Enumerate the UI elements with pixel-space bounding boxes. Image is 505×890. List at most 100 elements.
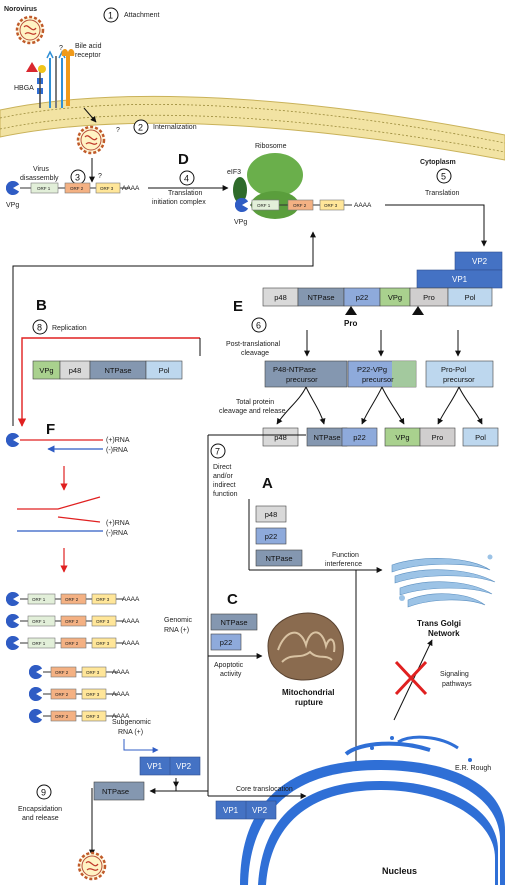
svg-text:Attachment: Attachment [124, 12, 159, 19]
virus-disassembly-label-2: disassembly [20, 175, 59, 182]
step-6-cleavage: 6 [251, 317, 267, 333]
post-trans-label-2: cleavage [241, 350, 269, 357]
svg-text:ORF 1: ORF 1 [257, 203, 271, 208]
svg-text:VP1: VP1 [452, 275, 468, 284]
step-4-translation-init: 4 [179, 170, 195, 186]
precursor-p48-ntpase: P48-NTPase precursor [264, 360, 348, 388]
svg-text:VP1: VP1 [223, 806, 239, 815]
genome-recycle-line [12, 231, 316, 426]
direct-label-2: and/or [213, 473, 234, 480]
svg-text:ORF 3: ORF 3 [96, 597, 110, 602]
panel-f-label: F [46, 421, 55, 438]
svg-text:VP1: VP1 [147, 762, 163, 771]
mito-protein-ntpase: NTPase [210, 613, 258, 631]
polyprotein-segment-pol: Pol [447, 287, 493, 307]
genomic-rna-label-2: RNA (+) [164, 627, 189, 634]
neg-rna-label-2: (-)RNA [106, 530, 128, 537]
svg-text:p48: p48 [274, 293, 287, 302]
step-7-function: 7 [210, 443, 226, 459]
svg-text:NTPase: NTPase [220, 618, 247, 627]
svg-text:Pol: Pol [475, 433, 486, 442]
svg-text:ORF 1: ORF 1 [32, 597, 46, 602]
translation-arrow [385, 204, 487, 247]
norovirus-label: Norovirus [4, 6, 37, 13]
receptor-stalks-icon [46, 50, 66, 108]
core-translocation-label: Core translocation [236, 786, 293, 793]
svg-text:NTPase: NTPase [102, 787, 129, 796]
step-8-replication: 8 Replication [32, 319, 87, 335]
svg-text:VP2: VP2 [472, 257, 488, 266]
svg-text:VP2: VP2 [252, 806, 268, 815]
ribosome-label: Ribosome [255, 143, 287, 150]
vpg-icon [6, 433, 22, 447]
vpg-label-2: VPg [234, 219, 247, 226]
svg-text:precursor: precursor [362, 375, 394, 384]
core-vp-box: VP1 VP2 [215, 800, 277, 820]
capsid-stack: VP2 VP1 [416, 251, 503, 289]
panel-e-label: E [233, 298, 243, 315]
mature-pol: Pol [462, 427, 499, 447]
post-trans-label-1: Post-translational [226, 341, 281, 348]
svg-text:ORF 3: ORF 3 [96, 641, 110, 646]
svg-text:Pro: Pro [423, 293, 435, 302]
apoptotic-label-1: Apoptotic [214, 662, 244, 669]
step-3-disassembly: 3 [70, 169, 86, 185]
svg-text:Internalization: Internalization [153, 124, 197, 131]
svg-text:ORF 2: ORF 2 [65, 619, 79, 624]
pos-rna-label-1: (+)RNA [106, 437, 130, 444]
replication-protein-vpg: VPg [32, 360, 61, 380]
golgi-protein-p22: p22 [255, 527, 287, 545]
svg-text:P22-VPg: P22-VPg [357, 365, 387, 374]
step-5-translation: 5 Translation [425, 168, 459, 197]
direct-label-1: Direct [213, 464, 231, 471]
subgenomic-rna-label-1: Subgenomic [112, 719, 151, 726]
polyprotein-segment-pro: Pro [409, 287, 449, 307]
norovirus-virion-icon [15, 15, 45, 45]
vpg-icon [235, 198, 251, 212]
signaling-label-1: Signaling [440, 671, 469, 678]
svg-text:1: 1 [108, 11, 113, 21]
released-virion-icon [77, 851, 107, 881]
trans-golgi-label-1: Trans Golgi [417, 619, 461, 628]
svg-text:6: 6 [256, 321, 261, 331]
er-rough-label: E.R. Rough [455, 765, 491, 772]
svg-text:AAAA: AAAA [122, 640, 140, 647]
svg-text:VP2: VP2 [176, 762, 192, 771]
svg-text:AAAA: AAAA [112, 713, 130, 720]
svg-text:p48: p48 [265, 510, 278, 519]
eif3-label: eIF3 [227, 169, 241, 176]
pro-marker-label: Pro [344, 319, 357, 328]
pos-rna-label-2: (+)RNA [106, 520, 130, 527]
svg-text:NTPase: NTPase [313, 433, 340, 442]
svg-text:p22: p22 [265, 532, 278, 541]
svg-text:ORF 1: ORF 1 [32, 641, 46, 646]
mito-protein-stack: NTPase p22 [210, 613, 258, 651]
step-2-internalization: 2 Internalization [133, 119, 197, 135]
svg-text:Pol: Pol [465, 293, 476, 302]
encapsidation-label-2: and release [22, 815, 59, 822]
svg-text:3: 3 [75, 173, 80, 183]
receptor-question-mark: ? [59, 45, 63, 52]
vp-junction [175, 781, 208, 792]
hbga-label: HBGA [14, 85, 34, 92]
nucleus-icon [240, 735, 505, 885]
svg-text:Replication: Replication [52, 325, 87, 332]
direct-label-4: function [213, 491, 238, 498]
mito-protein-p22: p22 [210, 633, 242, 651]
polyprotein-segment-p48: p48 [262, 287, 299, 307]
mature-p48: p48 [262, 427, 299, 447]
polyprotein-segment-ntpase: NTPase [297, 287, 345, 307]
svg-text:ORF 3: ORF 3 [86, 692, 100, 697]
replication-strands [6, 433, 103, 453]
polyprotein-segment-vpg: VPg [379, 287, 411, 307]
encapsidation-ntpase-box: NTPase [93, 781, 145, 801]
svg-text:VPg: VPg [39, 366, 53, 375]
translation-init-label-2: initiation complex [152, 199, 206, 206]
mature-ntpase: NTPase [306, 427, 348, 447]
golgi-protein-ntpase: NTPase [255, 549, 303, 567]
hbga-receptor-icon [26, 62, 46, 108]
svg-text:precursor: precursor [443, 375, 475, 384]
